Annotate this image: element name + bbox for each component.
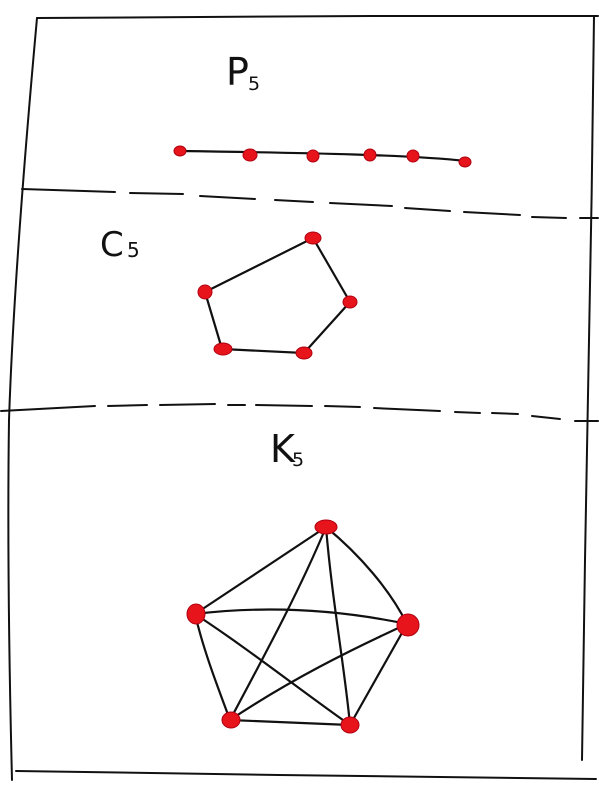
complete-graph-vertex bbox=[186, 603, 206, 625]
complete-graph-edge bbox=[228, 525, 328, 722]
complete-graph-edge bbox=[228, 622, 409, 722]
complete-graph-edges bbox=[193, 525, 409, 727]
cycle-graph-edge bbox=[302, 300, 352, 355]
path-graph-vertices bbox=[173, 145, 472, 168]
cycle-graph-vertex bbox=[342, 295, 358, 309]
complete-graph-vertex bbox=[340, 716, 360, 734]
path-graph-vertex bbox=[173, 145, 187, 157]
page-border-top bbox=[36, 14, 599, 19]
path-graph-edges bbox=[178, 149, 468, 163]
complete-graph-label-subscript: 5 bbox=[292, 449, 304, 471]
section-divider-bottom bbox=[0, 403, 599, 422]
path-graph-vertex bbox=[406, 149, 420, 163]
complete-graph-vertex bbox=[221, 711, 241, 729]
cycle-graph-diagram: C 5 bbox=[100, 225, 358, 360]
complete-graph-edge bbox=[193, 525, 328, 616]
complete-graph-vertex bbox=[314, 519, 338, 535]
cycle-graph-edge bbox=[220, 347, 306, 355]
page-border-right bbox=[581, 15, 595, 761]
cycle-graph-edges bbox=[203, 236, 352, 355]
path-graph-vertex bbox=[363, 148, 377, 162]
cycle-graph-edge bbox=[203, 236, 315, 294]
complete-graph-vertex bbox=[396, 613, 420, 637]
path-graph-label: P bbox=[226, 50, 249, 94]
path-graph-edge bbox=[178, 149, 468, 163]
complete-graph-edge bbox=[228, 718, 352, 727]
complete-graph-label: K bbox=[270, 427, 296, 471]
complete-graph-edge bbox=[193, 612, 232, 722]
cycle-graph-label-subscript: 5 bbox=[127, 238, 140, 262]
cycle-graph-edge bbox=[203, 290, 224, 351]
page-border bbox=[7, 14, 599, 781]
complete-graph-edge bbox=[193, 612, 352, 727]
path-graph-diagram: P 5 bbox=[173, 50, 472, 168]
cycle-graph-edge bbox=[311, 236, 352, 304]
cycle-graph-vertex bbox=[213, 342, 233, 356]
cycle-graph-vertices bbox=[197, 231, 358, 360]
path-graph-label-subscript: 5 bbox=[248, 73, 260, 95]
cycle-graph-vertex bbox=[295, 346, 313, 360]
complete-graph-vertices bbox=[186, 519, 420, 734]
complete-graph-edge bbox=[348, 622, 409, 727]
page-border-bottom bbox=[15, 770, 597, 780]
section-divider-top bbox=[21, 188, 599, 219]
cycle-graph-vertex bbox=[197, 284, 213, 300]
path-graph-vertex bbox=[306, 149, 320, 163]
page-border-left bbox=[7, 17, 38, 781]
complete-graph-edge bbox=[324, 525, 409, 626]
path-graph-vertex bbox=[458, 156, 472, 168]
cycle-graph-label: C bbox=[100, 225, 124, 265]
complete-graph-diagram: K 5 bbox=[186, 427, 420, 734]
path-graph-vertex bbox=[242, 148, 258, 162]
cycle-graph-vertex bbox=[304, 231, 322, 245]
complete-graph-edge bbox=[193, 608, 409, 626]
complete-graph-edge bbox=[324, 525, 352, 727]
